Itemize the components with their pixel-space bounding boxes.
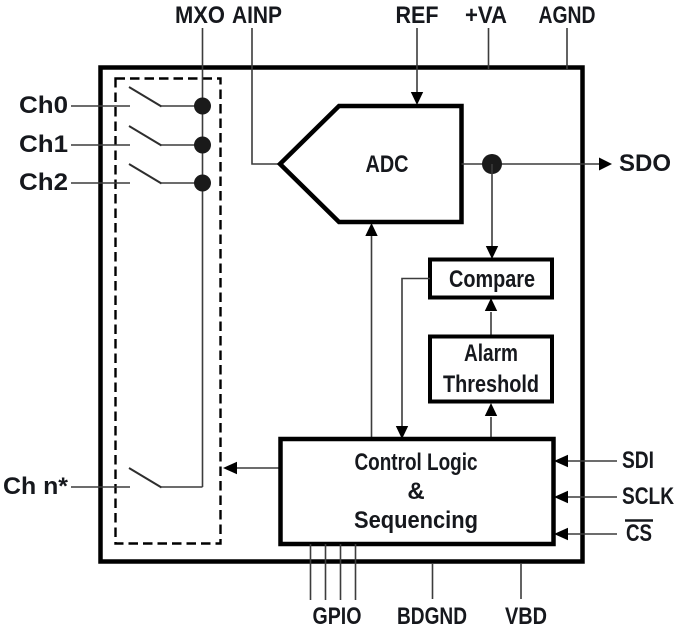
pin-label-sdo: SDO <box>619 150 671 177</box>
sdi-arrowhead <box>554 454 568 468</box>
channel-ch1: Ch1 <box>19 125 211 158</box>
channel-ch2: Ch2 <box>19 163 211 196</box>
adc-label: ADC <box>366 151 409 178</box>
ch1-contact-dot <box>194 136 211 154</box>
adc-to-compare-connection <box>485 164 499 259</box>
ainp-feed-line <box>251 28 280 165</box>
ch0-contact-dot <box>194 97 211 115</box>
compare-block: Compare <box>428 257 554 300</box>
pin-label-ref: REF <box>396 2 439 29</box>
ch0-switch-blade <box>128 86 163 108</box>
sclk-arrowhead <box>554 490 568 504</box>
compare-control-line <box>401 277 430 426</box>
pin-vbd: VBD <box>505 563 547 630</box>
pin-label-cs: CS <box>626 520 652 547</box>
channel-chn: Ch n* <box>3 467 203 500</box>
pin-ref: REF <box>396 2 439 105</box>
control-logic-block: Control Logic & Sequencing <box>278 436 556 547</box>
pin-label-agnd: AGND <box>539 2 596 29</box>
alarm-threshold-outline <box>428 334 554 404</box>
alarm-threshold-label-line1: Alarm <box>464 340 518 367</box>
pin-label-gpio: GPIO <box>313 603 362 629</box>
pin-label-va: +VA <box>465 2 507 29</box>
pin-label-ch1: Ch1 <box>19 131 68 158</box>
pin-label-ch2: Ch2 <box>19 169 68 196</box>
control-logic-outline <box>278 436 556 547</box>
pin-label-ch0: Ch0 <box>19 92 68 119</box>
alarm-threshold-label-line2: Threshold <box>443 371 539 398</box>
sdo-arrowhead <box>599 157 612 171</box>
adc-block: ADC <box>276 103 464 225</box>
compare-to-control-connection <box>395 277 430 439</box>
pin-label-mxo: MXO <box>175 2 225 29</box>
cs-arrowhead <box>554 527 568 541</box>
control-to-mux-connection <box>223 461 280 475</box>
control-to-alarm-connection <box>484 403 498 439</box>
pin-label-sclk: SCLK <box>622 483 675 510</box>
pin-label-ainp: AINP <box>232 2 282 29</box>
mux-dashed-box <box>114 77 222 545</box>
chn-switch-blade <box>128 467 163 489</box>
sdo-connection: SDO <box>461 150 671 177</box>
pin-mxo: MXO <box>175 2 225 487</box>
pin-bdgnd: BDGND <box>397 563 467 630</box>
control-mux-arrowhead <box>223 461 237 475</box>
pin-sdi: SDI <box>554 447 654 474</box>
pin-label-vbd: VBD <box>505 603 547 629</box>
control-logic-label-line1: Control Logic <box>355 449 478 476</box>
pin-va: +VA <box>465 2 507 69</box>
compare-control-arrowhead <box>395 426 409 439</box>
ch2-contact-dot <box>194 174 211 192</box>
ref-arrowhead <box>410 92 424 105</box>
pin-gpio: GPIO <box>309 544 362 630</box>
ch1-switch-blade <box>128 125 163 147</box>
pin-agnd: AGND <box>539 2 596 69</box>
pin-sclk: SCLK <box>554 483 675 510</box>
alarm-compare-arrowhead <box>484 298 498 311</box>
channel-ch0: Ch0 <box>19 86 211 119</box>
pin-label-bdgnd: BDGND <box>397 603 467 629</box>
control-to-adc-connection <box>365 223 378 439</box>
alarm-to-compare-connection <box>484 298 498 336</box>
adc-compare-arrowhead <box>485 246 499 259</box>
ch2-switch-blade <box>128 163 163 185</box>
pin-label-sdi: SDI <box>622 447 654 474</box>
pin-cs: CS <box>554 519 653 547</box>
control-alarm-arrowhead <box>484 403 498 416</box>
alarm-threshold-block: Alarm Threshold <box>428 334 554 404</box>
pin-ainp: AINP <box>232 2 282 165</box>
chip-outline-box <box>98 65 585 564</box>
control-adc-arrowhead <box>365 223 378 236</box>
pin-label-chn: Ch n* <box>3 473 69 500</box>
control-logic-label-line2: & <box>407 478 424 505</box>
control-logic-label-line3: Sequencing <box>354 507 478 534</box>
compare-label: Compare <box>449 266 535 293</box>
